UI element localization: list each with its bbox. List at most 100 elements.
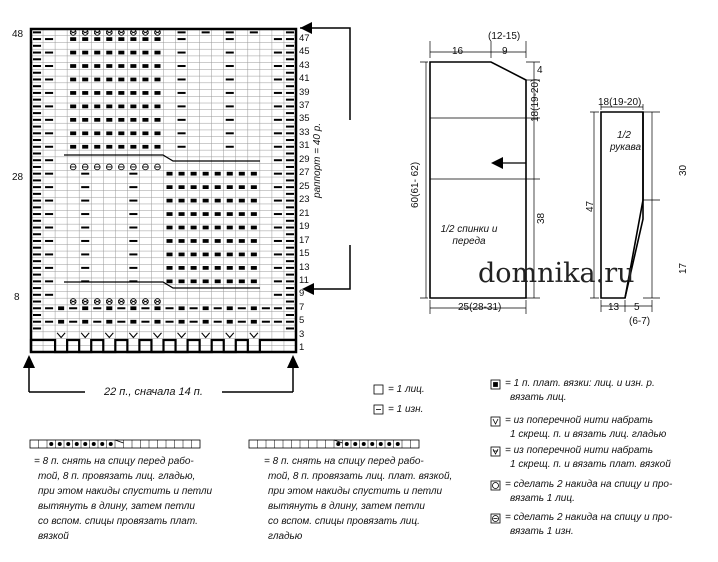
purl-mark bbox=[189, 320, 198, 323]
rib-mark bbox=[202, 279, 209, 284]
rib-mark bbox=[118, 50, 125, 55]
rib-mark bbox=[106, 144, 113, 149]
purl-mark bbox=[177, 51, 186, 54]
row-label-left-8: 8 bbox=[14, 292, 20, 303]
rib-mark bbox=[130, 131, 137, 136]
row-label-right: 37 bbox=[299, 100, 310, 112]
row-label-left-48: 48 bbox=[12, 29, 24, 40]
rib-mark bbox=[70, 77, 77, 82]
purl-mark bbox=[237, 307, 246, 310]
chart-outline bbox=[29, 27, 298, 354]
purl-mark bbox=[285, 246, 294, 249]
rib-mark bbox=[190, 225, 197, 230]
purl-mark bbox=[273, 280, 282, 283]
rib-mark bbox=[250, 279, 257, 284]
stitch-count-label: 22 п., сначала 14 п. bbox=[104, 386, 203, 398]
purl-mark bbox=[45, 280, 54, 283]
purl-mark bbox=[33, 58, 42, 61]
purl-mark bbox=[225, 118, 234, 121]
rib-mark bbox=[154, 37, 161, 41]
rib-mark bbox=[58, 319, 65, 324]
rib-mark bbox=[178, 198, 185, 203]
purl-mark bbox=[285, 132, 294, 135]
rib-mark bbox=[190, 252, 197, 257]
rib-mark bbox=[190, 266, 197, 270]
purl-mark bbox=[33, 172, 42, 175]
row-label-right: 45 bbox=[299, 46, 310, 58]
purl-mark bbox=[273, 118, 282, 121]
chart-bottom-edge bbox=[29, 338, 296, 354]
purl-mark bbox=[285, 253, 294, 256]
purl-mark bbox=[273, 186, 282, 189]
rapport-arrowhead-top bbox=[300, 22, 312, 34]
rib-mark bbox=[178, 266, 185, 270]
purl-mark bbox=[225, 78, 234, 81]
legend-line-v_rib: = из поперечной нити набрать bbox=[505, 445, 654, 456]
purl-mark bbox=[33, 51, 42, 54]
rib-mark bbox=[250, 319, 257, 324]
purl-mark bbox=[129, 226, 138, 229]
purl-mark bbox=[273, 65, 282, 68]
rib-mark bbox=[94, 131, 101, 136]
rib-mark bbox=[166, 212, 173, 216]
purl-mark bbox=[285, 206, 294, 209]
row-label-right: 13 bbox=[299, 261, 310, 273]
purl-mark bbox=[273, 226, 282, 229]
rib-mark bbox=[142, 64, 149, 68]
purl-mark bbox=[177, 91, 186, 94]
row-label-left-28: 28 bbox=[12, 172, 24, 183]
legend-line-cable1: со вспом. спицы провязать плат. bbox=[38, 516, 198, 527]
rib-mark bbox=[154, 64, 161, 68]
purl-mark bbox=[177, 78, 186, 81]
purl-mark bbox=[33, 118, 42, 121]
purl-mark bbox=[33, 192, 42, 195]
purl-mark bbox=[45, 186, 54, 189]
rib-mark bbox=[250, 306, 257, 311]
rib-mark bbox=[154, 131, 161, 136]
rib-mark bbox=[190, 279, 197, 284]
legend-knit: = 1 лиц. bbox=[388, 384, 425, 395]
purl-mark bbox=[81, 239, 90, 242]
rib-mark bbox=[202, 185, 209, 189]
rib-mark bbox=[130, 144, 137, 149]
purl-mark bbox=[33, 280, 42, 283]
purl-mark bbox=[33, 226, 42, 229]
purl-mark bbox=[33, 78, 42, 81]
purl-mark bbox=[33, 125, 42, 128]
rib-mark bbox=[178, 225, 185, 230]
rib-mark bbox=[82, 306, 89, 311]
rib-mark bbox=[70, 104, 77, 109]
row-label-right: 41 bbox=[299, 73, 310, 85]
rib-mark bbox=[238, 212, 245, 216]
row-label-right: 11 bbox=[299, 274, 309, 286]
rib-mark bbox=[226, 266, 233, 270]
rib-mark bbox=[178, 239, 185, 243]
purl-mark bbox=[69, 307, 78, 310]
rib-mark bbox=[118, 37, 125, 41]
legend-line-filled: = 1 п. плат. вязки: лиц. и изн. р. bbox=[505, 378, 655, 389]
purl-mark bbox=[225, 65, 234, 68]
rib-mark bbox=[94, 77, 101, 82]
purl-mark bbox=[273, 199, 282, 202]
purl-mark bbox=[93, 307, 102, 310]
row-label-right: 3 bbox=[299, 328, 305, 340]
rib-mark bbox=[166, 225, 173, 230]
purl-mark bbox=[225, 91, 234, 94]
purl-mark bbox=[117, 320, 126, 323]
purl-mark bbox=[273, 213, 282, 216]
rib-mark bbox=[94, 37, 101, 41]
legend-line-cable2: со вспом. спицы провязать лиц. bbox=[268, 516, 420, 527]
cross-stitch-mark bbox=[128, 332, 138, 339]
rib-mark bbox=[166, 185, 173, 189]
purl-mark bbox=[45, 226, 54, 229]
purl-mark bbox=[129, 280, 138, 283]
purl-mark bbox=[45, 307, 54, 310]
purl-mark bbox=[189, 307, 198, 310]
purl-mark bbox=[177, 118, 186, 121]
rib-mark bbox=[178, 279, 185, 284]
rib-mark bbox=[82, 104, 89, 109]
purl-mark bbox=[33, 313, 42, 316]
rib-mark bbox=[142, 50, 149, 55]
rib-mark bbox=[250, 252, 257, 257]
rapport-arrow-top bbox=[300, 27, 351, 120]
